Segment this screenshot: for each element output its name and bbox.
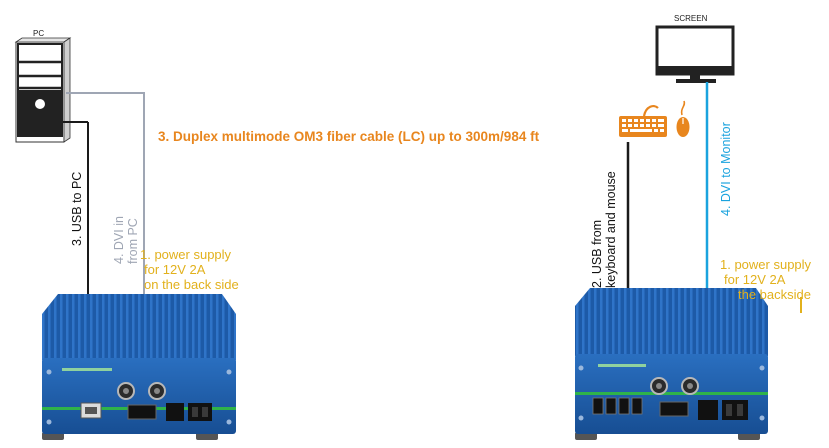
power-supply-label-right: 1. power supply for 12V 2A the backside	[720, 257, 811, 302]
dvi-to-monitor-label: 4. DVI to Monitor	[719, 122, 733, 216]
power-left-line3: on the back side	[144, 277, 239, 292]
power-right-line2: for 12V 2A	[724, 272, 786, 287]
usb-to-pc-text: 3. USB to PC	[70, 171, 84, 246]
dvi-in-line2: from PC	[126, 218, 140, 264]
power-left-line1: 1. power supply	[140, 247, 232, 262]
dvi-to-monitor-text: 4. DVI to Monitor	[719, 122, 733, 216]
kvm-receiver	[575, 288, 768, 440]
mouse-icon	[676, 100, 690, 137]
usb-to-pc-label: 3. USB to PC	[70, 172, 84, 246]
usb-from-keyboard-label: 2. USB from keyboard and mouse	[590, 171, 618, 288]
pc-label: PC	[33, 29, 45, 38]
dvi-in-line1: 4. DVI in	[112, 216, 126, 264]
keyboard-icon	[619, 105, 667, 137]
dvi-in-label: 4. DVI in from PC	[112, 216, 140, 264]
kvm-transmitter	[42, 294, 236, 440]
power-left-line2: for 12V 2A	[144, 262, 206, 277]
screen-label: SCREEN	[674, 14, 708, 23]
power-right-line3: the backside	[738, 287, 811, 302]
power-supply-label-left: 1. power supply for 12V 2A on the back s…	[140, 247, 239, 292]
monitor-icon	[655, 25, 735, 83]
pc-tower-icon	[14, 37, 72, 143]
usb-from-line1: 2. USB from	[590, 219, 604, 288]
fiber-cable-label: 3. Duplex multimode OM3 fiber cable (LC)…	[158, 129, 540, 144]
power-right-line1: 1. power supply	[720, 257, 812, 272]
usb-from-line2: keyboard and mouse	[604, 171, 618, 288]
